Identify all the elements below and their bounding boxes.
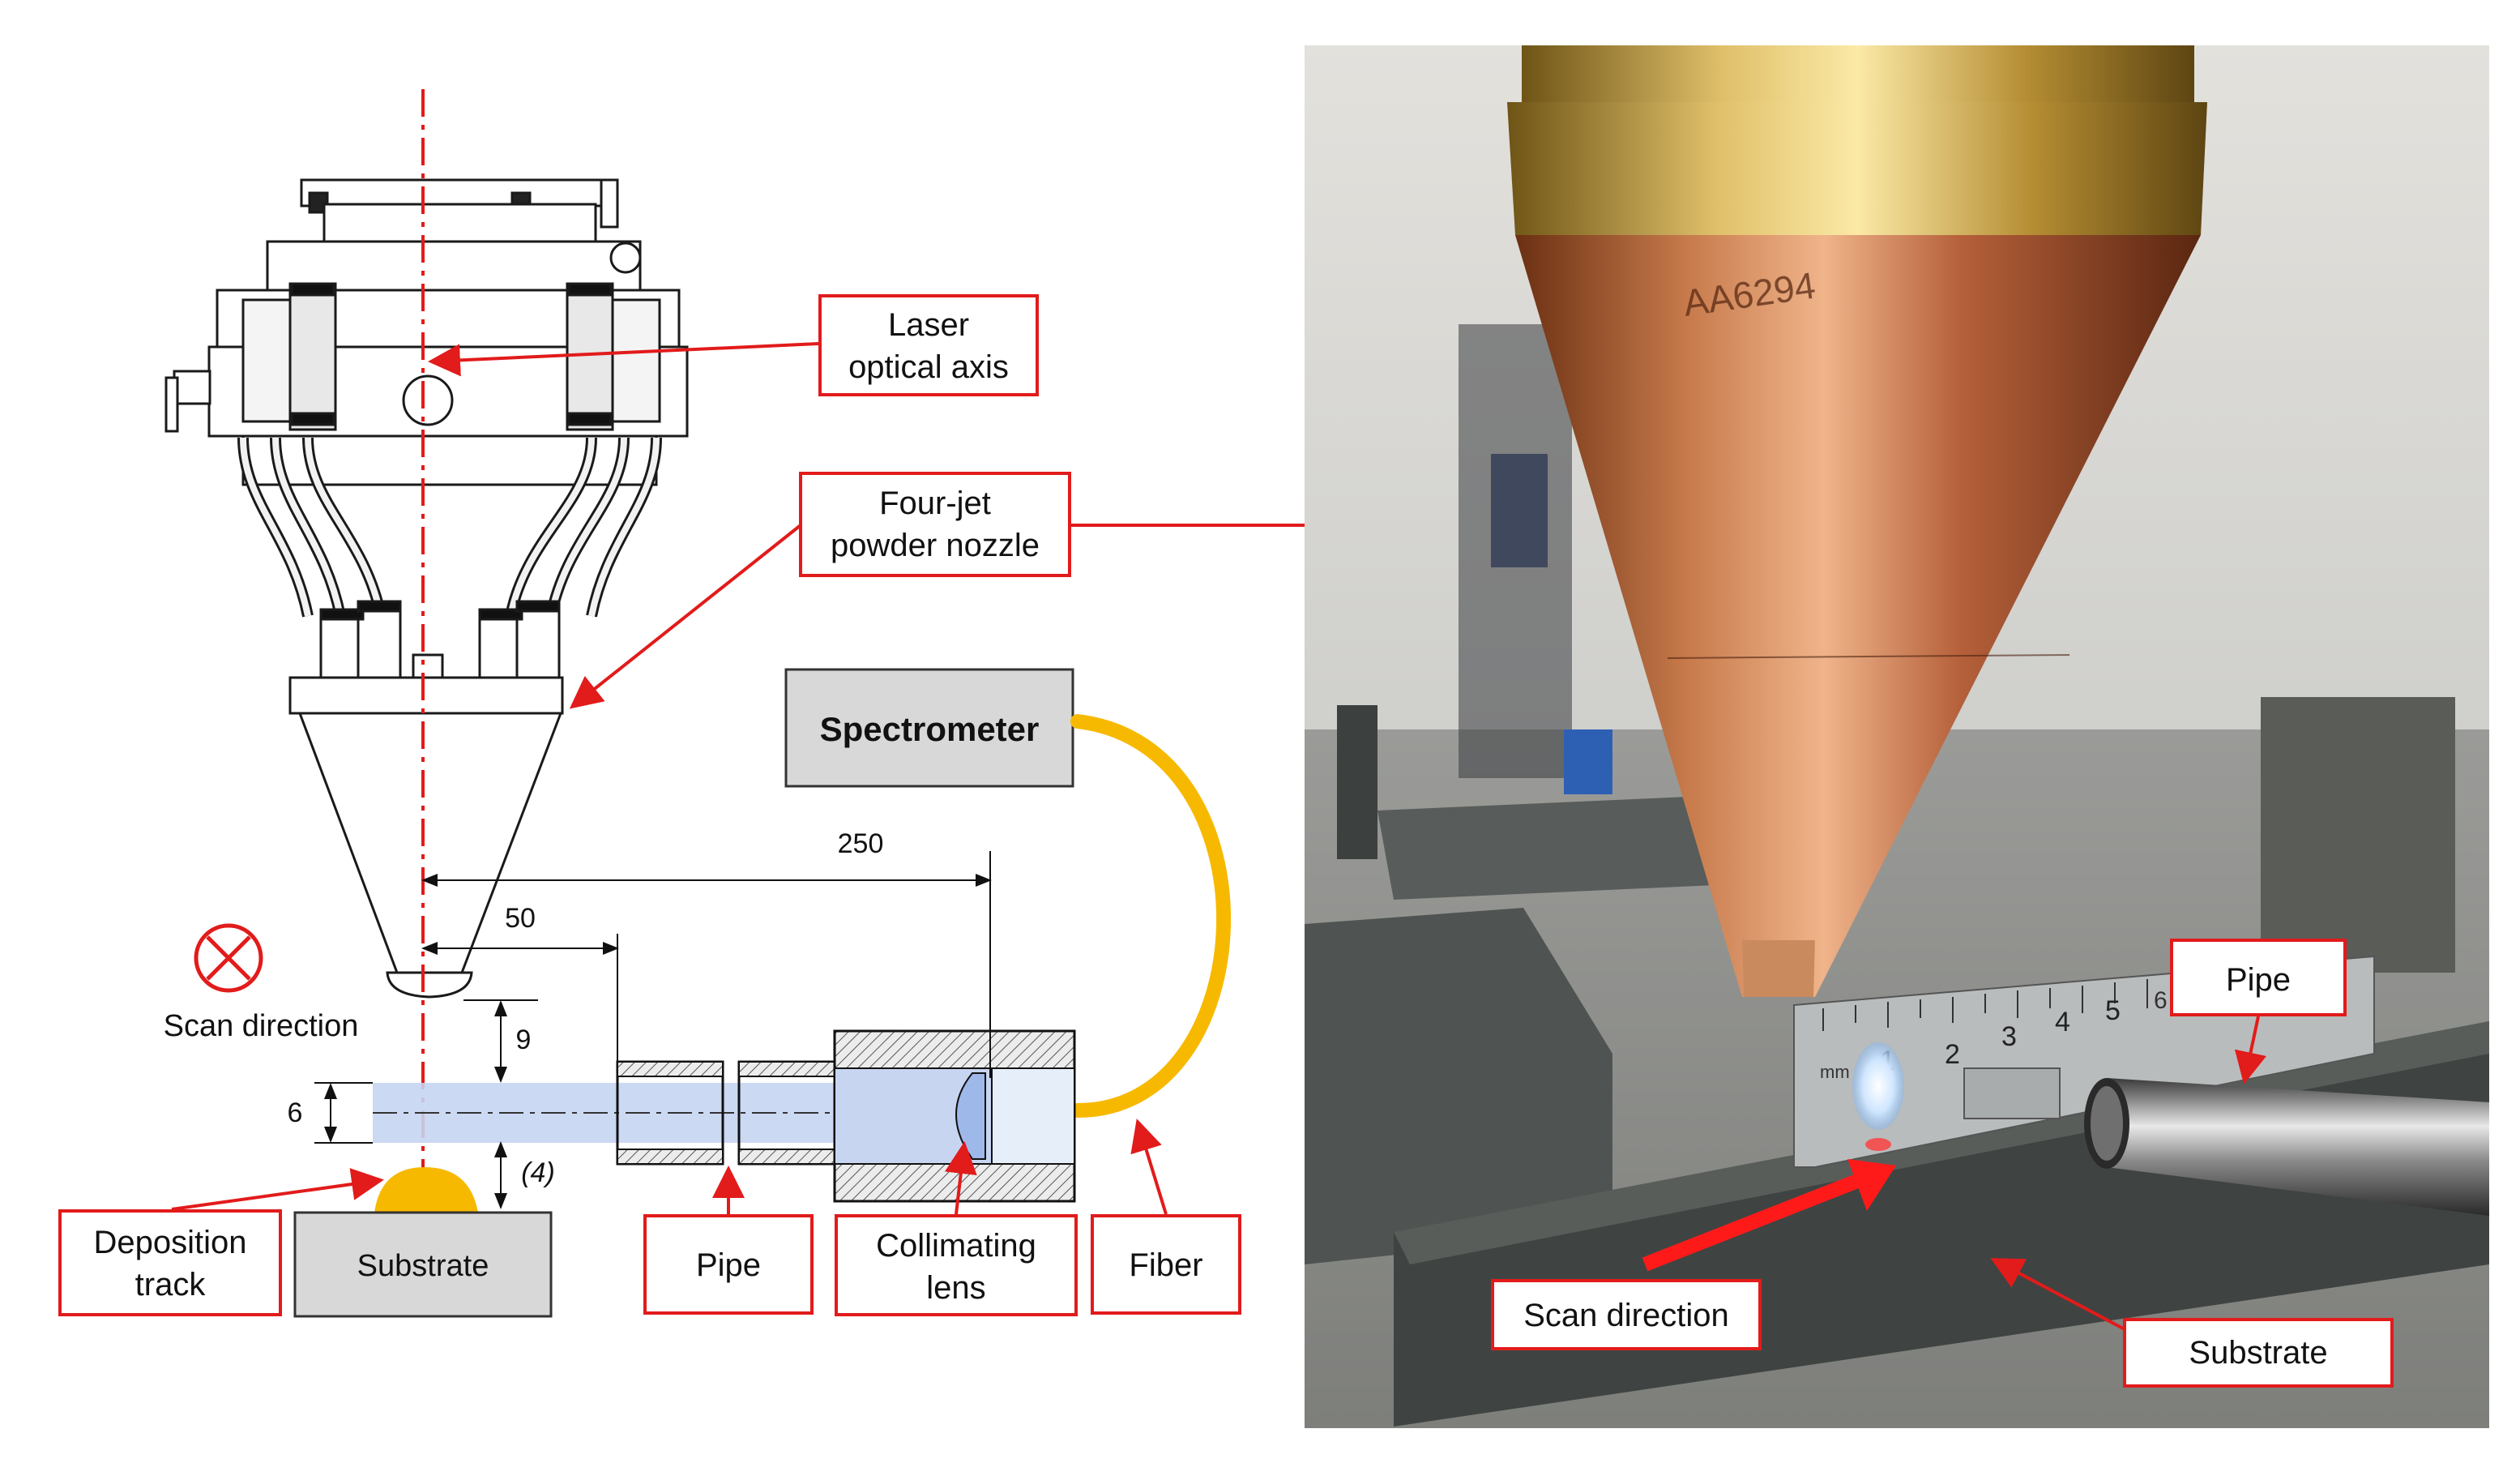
fiber-cable <box>1070 714 1232 1118</box>
callout-fiber-label: Fiber <box>1129 1247 1202 1283</box>
nozzle-head-drawing <box>164 178 689 999</box>
scan-direction-symbol: Scan direction <box>164 923 359 1043</box>
substrate-label-left: Substrate <box>357 1249 489 1283</box>
dimension-lines <box>314 851 992 1209</box>
schematic-panel: Laser optical axis Four-jet powder nozzl… <box>58 89 1609 1318</box>
callout-laser-optical-axis: Laser optical axis <box>428 294 1039 396</box>
callout-pipe-right-label: Pipe <box>2226 962 2291 998</box>
ruler-number-2: 2 <box>1945 1039 1960 1070</box>
pipe-photo <box>2084 1078 2489 1216</box>
callout-deposition-track: Deposition track <box>58 1168 384 1316</box>
ruler-number-5: 5 <box>2105 995 2121 1026</box>
dimension-250: 250 <box>838 828 884 859</box>
callout-substrate-right-label: Substrate <box>2189 1335 2327 1371</box>
callout-deposition-line2: track <box>135 1267 207 1303</box>
laser-spot-glow <box>1852 1042 1904 1130</box>
callout-pipe-right: Pipe <box>2170 939 2347 1084</box>
dimension-4: (4) <box>521 1157 555 1188</box>
ruler-number-6: 6 <box>2154 987 2168 1014</box>
clamp-left <box>1305 908 1612 1264</box>
spectrometer-box: Spectrometer <box>784 668 1074 788</box>
callout-scan-direction-right: Scan direction <box>1491 1279 1762 1350</box>
callout-laser-optical-axis-line2: optical axis <box>848 349 1009 385</box>
callout-nozzle-line1: Four-jet <box>879 486 991 521</box>
ruler-number-4: 4 <box>2055 1007 2070 1037</box>
callout-nozzle-line2: powder nozzle <box>831 528 1040 563</box>
callout-collimating-lens: Collimating lens <box>835 1141 1078 1316</box>
callout-laser-optical-axis-line1: Laser <box>888 307 969 343</box>
deposition-track <box>374 1167 478 1213</box>
callout-substrate: Substrate <box>293 1211 553 1318</box>
callout-pipe-left-label: Pipe <box>696 1247 761 1283</box>
callout-collimating-line1: Collimating <box>876 1228 1036 1264</box>
callout-scan-direction-right-label: Scan direction <box>1523 1298 1728 1333</box>
callout-deposition-line1: Deposition <box>93 1225 246 1260</box>
copper-nozzle: AA6294 <box>1507 45 2207 997</box>
ruler-number-3: 3 <box>2001 1021 2017 1052</box>
callout-four-jet-nozzle: Four-jet powder nozzle <box>569 472 1609 709</box>
ruler-unit: mm <box>1820 1062 1850 1082</box>
spectrometer-label: Spectrometer <box>820 710 1040 748</box>
scan-direction-arrow <box>1642 1159 1896 1272</box>
photo-panel: AA6294 1 2 3 4 5 6 mm <box>1305 45 2489 1428</box>
collimator-housing <box>833 1029 1076 1203</box>
callout-substrate-right: Substrate <box>1990 1258 2394 1388</box>
pipe-sections <box>616 1060 838 1166</box>
scan-direction-label: Scan direction <box>164 1009 359 1043</box>
callout-collimating-line2: lens <box>926 1270 985 1306</box>
callout-fiber: Fiber <box>1091 1119 1241 1315</box>
dimension-6: 6 <box>288 1097 303 1128</box>
callout-pipe-left: Pipe <box>643 1166 814 1315</box>
dimension-50: 50 <box>505 903 536 934</box>
dimension-9: 9 <box>516 1025 532 1055</box>
